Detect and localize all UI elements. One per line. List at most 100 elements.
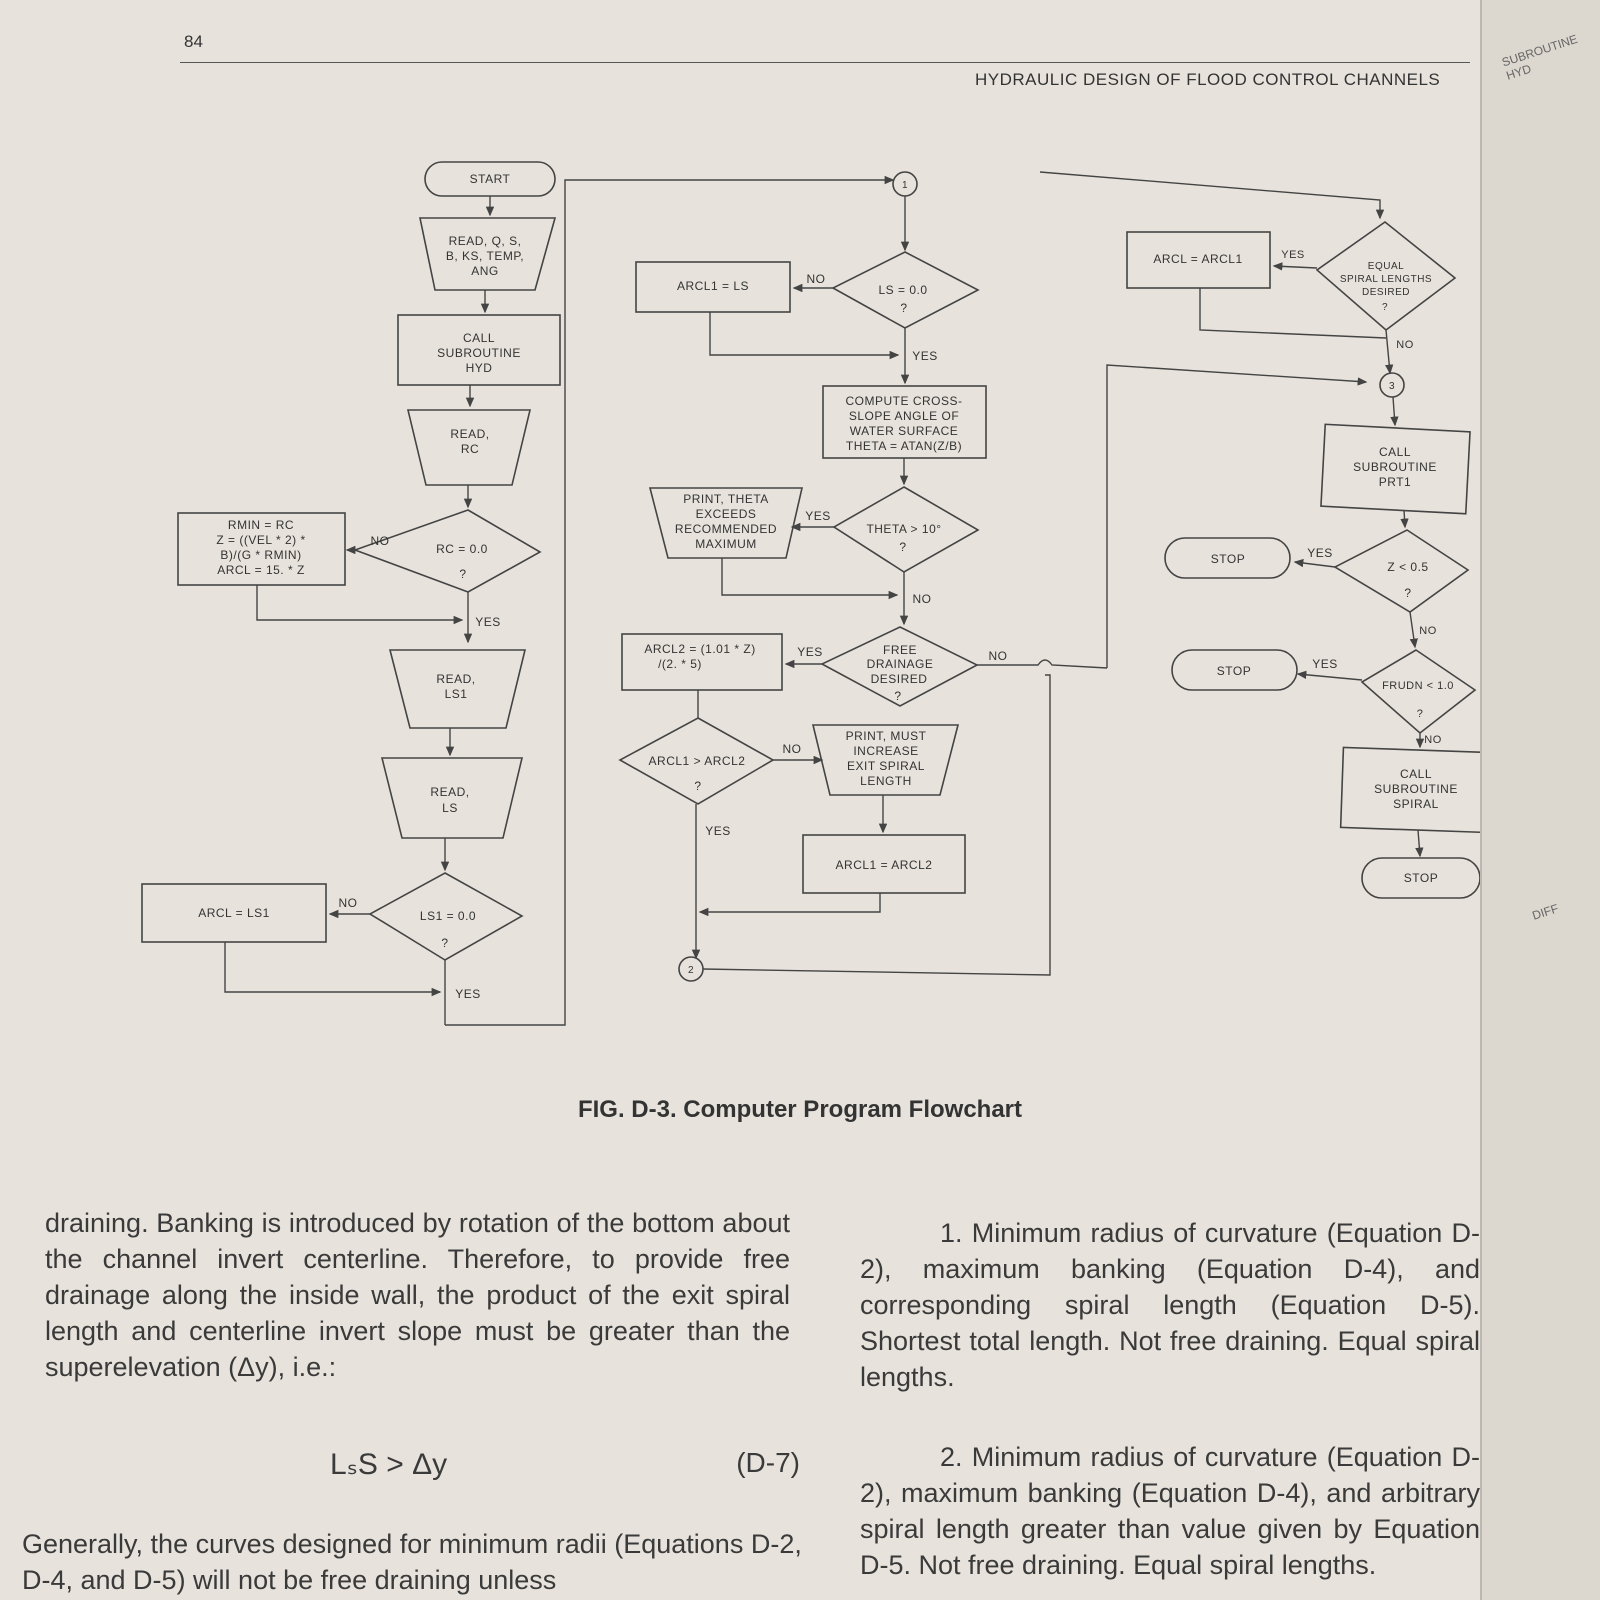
print-must-line3: EXIT SPIRAL <box>847 759 925 773</box>
left-followup: Generally, the curves designed for minim… <box>22 1526 802 1598</box>
theta-no-label: NO <box>913 592 932 606</box>
read-q-line2: B, KS, TEMP, <box>446 249 524 263</box>
frudn-decision-line1: FRUDN < 1.0 <box>1382 680 1454 692</box>
call-spiral-line2: SUBROUTINE <box>1374 782 1458 796</box>
equal-spiral-line1: EQUAL <box>1368 261 1404 272</box>
free-drainage-line3: DESIRED <box>871 672 928 686</box>
print-theta-line3: RECOMMENDED <box>675 522 777 536</box>
frudn-yes-label: YES <box>1312 657 1338 671</box>
call-prt1-line1: CALL <box>1379 445 1411 459</box>
compute-line3: WATER SURFACE <box>850 424 959 438</box>
equation: LₛS > Δy <box>330 1448 447 1481</box>
stop-3-label: STOP <box>1404 871 1438 885</box>
connector-2-label: 2 <box>688 965 694 976</box>
compute-line2: SLOPE ANGLE OF <box>849 409 959 423</box>
start-label: START <box>470 172 511 186</box>
flowchart-diagram: START READ, Q, S, B, KS, TEMP, ANG CALL … <box>0 0 1480 1080</box>
ls-decision-line1: LS = 0.0 <box>878 283 927 297</box>
theta-decision-line1: THETA > 10° <box>866 522 941 536</box>
ls-no-label: NO <box>807 272 826 286</box>
figure-caption: FIG. D-3. Computer Program Flowchart <box>0 1096 1600 1124</box>
arcl-arcl1-label: ARCL = ARCL1 <box>1153 252 1242 266</box>
rmin-line3: B)/(G * RMIN) <box>220 548 301 562</box>
left-paragraph: draining. Banking is introduced by rotat… <box>45 1205 790 1385</box>
print-must-line1: PRINT, MUST <box>846 729 927 743</box>
call-hyd-line2: SUBROUTINE <box>437 346 521 360</box>
arcl2-line1: ARCL2 = (1.01 * Z) <box>644 642 755 656</box>
call-spiral-line3: SPIRAL <box>1393 797 1439 811</box>
equation-row: LₛS > Δy (D-7) <box>330 1447 800 1482</box>
equal-spiral-yes-label: YES <box>1281 249 1305 261</box>
read-rc-line1: READ, <box>450 427 489 441</box>
arcl1-eq-arcl2-label: ARCL1 = ARCL2 <box>836 858 933 872</box>
arcl1-arcl2-line1: ARCL1 > ARCL2 <box>649 754 746 768</box>
z-decision-line1: Z < 0.5 <box>1387 560 1428 574</box>
equation-number: (D-7) <box>736 1447 800 1479</box>
adjacent-page-edge: SUBROUTINE HYD DIFF <box>1480 0 1600 1600</box>
free-drainage-yes-label: YES <box>797 645 823 659</box>
call-spiral-line1: CALL <box>1400 767 1432 781</box>
edge-fragment: SUBROUTINE HYD <box>1500 25 1600 83</box>
rmin-line4: ARCL = 15. * Z <box>217 563 305 577</box>
ls1-decision-line2: ? <box>441 936 448 950</box>
read-q-line3: ANG <box>471 264 499 278</box>
edge-fragment: DIFF <box>1530 901 1560 923</box>
z-decision-line2: ? <box>1404 586 1411 600</box>
print-must-line2: INCREASE <box>853 744 918 758</box>
arcl-ls1-label: ARCL = LS1 <box>198 906 270 920</box>
free-drainage-no-label: NO <box>989 649 1008 663</box>
print-theta-line2: EXCEEDS <box>696 507 757 521</box>
right-column: 1. Minimum radius of curvature (Equation… <box>860 1215 1480 1583</box>
arcl2-line2: /(2. * 5) <box>658 657 702 671</box>
call-hyd-line3: HYD <box>466 361 493 375</box>
ls1-decision-line1: LS1 = 0.0 <box>420 909 476 923</box>
print-must-line4: LENGTH <box>860 774 912 788</box>
read-ls1-line2: LS1 <box>445 687 468 701</box>
free-drainage-line4: ? <box>894 689 901 703</box>
equal-spiral-line4: ? <box>1382 302 1388 313</box>
equal-spiral-no-label: NO <box>1396 339 1414 351</box>
compute-line4: THETA = ATAN(Z/B) <box>846 439 962 453</box>
equal-spiral-line2: SPIRAL LENGTHS <box>1340 274 1432 285</box>
read-rc-line2: RC <box>461 442 479 456</box>
rc-yes-label: YES <box>475 615 501 629</box>
free-drainage-line1: FREE <box>883 643 917 657</box>
print-theta-line1: PRINT, THETA <box>683 492 769 506</box>
connector-1-label: 1 <box>902 180 908 191</box>
rc-no-label: NO <box>371 534 390 548</box>
theta-decision-line2: ? <box>899 540 906 554</box>
frudn-no-label: NO <box>1424 734 1442 746</box>
arcl1-arcl2-line2: ? <box>694 779 701 793</box>
call-prt1-line2: SUBROUTINE <box>1353 460 1437 474</box>
ls1-no-label: NO <box>339 896 358 910</box>
connector-3-label: 3 <box>1389 381 1395 392</box>
rmin-line1: RMIN = RC <box>228 518 294 532</box>
stop-2-label: STOP <box>1217 664 1251 678</box>
read-q-line1: READ, Q, S, <box>449 234 522 248</box>
read-ls1-line1: READ, <box>436 672 475 686</box>
free-drainage-line2: DRAINAGE <box>867 657 934 671</box>
arcl1-arcl2-no-label: NO <box>783 742 802 756</box>
rc-decision-line2: ? <box>459 567 466 581</box>
list-item-1: 1. Minimum radius of curvature (Equation… <box>860 1215 1480 1395</box>
z-no-label: NO <box>1419 625 1437 637</box>
frudn-decision-line2: ? <box>1417 708 1424 720</box>
call-prt1-line3: PRT1 <box>1379 475 1411 489</box>
rc-decision-line1: RC = 0.0 <box>436 542 488 556</box>
rmin-line2: Z = ((VEL * 2) * <box>216 533 305 547</box>
ls1-yes-label: YES <box>455 987 481 1001</box>
compute-line1: COMPUTE CROSS- <box>845 394 962 408</box>
print-theta-line4: MAXIMUM <box>695 537 757 551</box>
z-yes-label: YES <box>1307 546 1333 560</box>
read-ls-line1: READ, <box>430 785 469 799</box>
ls-decision-line2: ? <box>900 301 907 315</box>
call-hyd-line1: CALL <box>463 331 495 345</box>
stop-1-label: STOP <box>1211 552 1245 566</box>
arcl1-ls-label: ARCL1 = LS <box>677 279 749 293</box>
ls-yes-label: YES <box>912 349 938 363</box>
theta-yes-label: YES <box>805 509 831 523</box>
list-item-2: 2. Minimum radius of curvature (Equation… <box>860 1439 1480 1583</box>
equal-spiral-line3: DESIRED <box>1362 287 1410 298</box>
read-ls-line2: LS <box>442 801 458 815</box>
arcl1-arcl2-yes-label: YES <box>705 824 731 838</box>
